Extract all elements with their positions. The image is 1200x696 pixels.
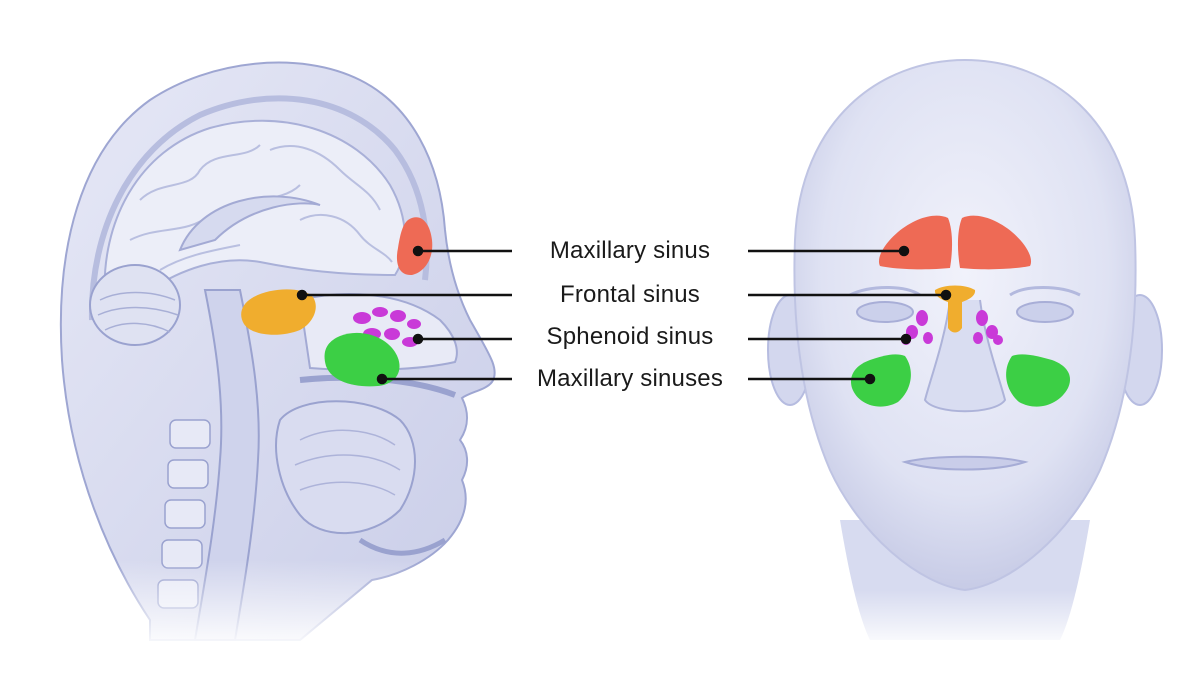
frontal-sinus-left xyxy=(878,215,953,270)
maxillary-sinus-left xyxy=(850,354,911,407)
label-frontal-sinus: Frontal sinus xyxy=(560,281,700,308)
nose xyxy=(923,299,1007,413)
cerebellum-folds xyxy=(97,291,179,333)
leader-lines xyxy=(296,245,952,385)
right-eye xyxy=(1016,301,1074,323)
left-eye xyxy=(856,301,914,323)
tongue-lines xyxy=(294,429,401,496)
tongue xyxy=(275,400,416,535)
mouth xyxy=(901,455,1029,471)
frontal-sinus-right xyxy=(957,215,1032,270)
maxillary-sinus-right xyxy=(1006,354,1071,407)
frontal-sinus-section xyxy=(396,217,433,276)
sphenoid-orange-section xyxy=(241,289,316,335)
skull-line xyxy=(88,95,430,321)
frontal-face xyxy=(767,58,1163,650)
mandible xyxy=(358,537,447,556)
corpus-callosum xyxy=(178,195,321,252)
cerebellum xyxy=(89,264,181,346)
label-sphenoid-sinus: Sphenoid sinus xyxy=(546,323,714,350)
label-maxillary-sinuses: Maxillary sinuses xyxy=(536,365,724,392)
sagittal-head xyxy=(40,61,500,650)
maxillary-sinus-section xyxy=(324,332,400,387)
label-maxillary-sinus: Maxillary sinus xyxy=(549,237,711,264)
